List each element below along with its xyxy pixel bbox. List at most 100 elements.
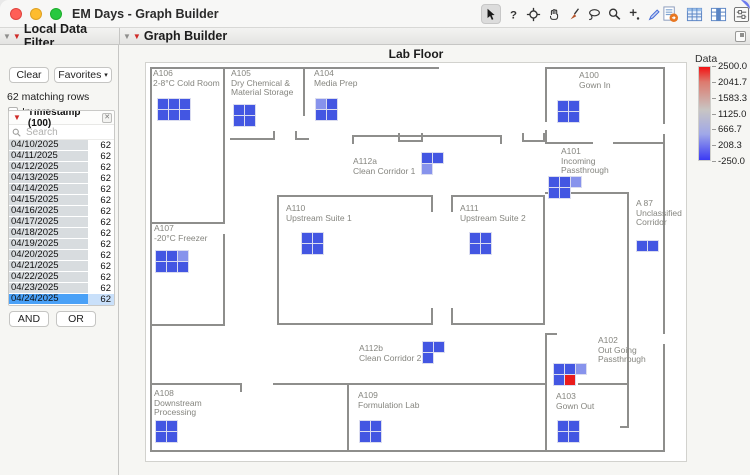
red-triangle-menu-icon[interactable]: ▼ — [12, 31, 21, 41]
preferences-icon[interactable] — [731, 4, 750, 24]
filter-row-count: 62 — [100, 183, 111, 195]
favorites-button[interactable]: Favorites ▾ — [54, 67, 112, 83]
search-input[interactable] — [24, 125, 104, 139]
heatmap-marker-a112a[interactable] — [421, 152, 444, 175]
legend-tick-label: 208.3 — [718, 140, 742, 152]
filter-row-count: 62 — [100, 161, 111, 173]
close-icon[interactable]: ✕ — [102, 112, 112, 123]
heatmap-marker-a104[interactable] — [315, 98, 338, 121]
heatmap-marker-a100[interactable] — [557, 100, 580, 123]
legend-tick-label: 1583.3 — [718, 92, 748, 104]
filter-row-count: 62 — [100, 249, 111, 261]
svg-text:?: ? — [509, 9, 516, 21]
graph-panel-header: ▼ ▼ Graph Builder — [119, 28, 750, 45]
filter-row-count: 62 — [100, 194, 111, 206]
brush-tool[interactable] — [564, 4, 584, 24]
disclosure-triangle-icon[interactable]: ▼ — [123, 31, 131, 41]
heatmap-marker-a111[interactable] — [469, 232, 492, 255]
filter-row[interactable]: 04/20/2025 62 — [9, 250, 114, 261]
heatmap-marker-a101[interactable] — [548, 176, 582, 199]
heatmap-marker-a105[interactable] — [233, 104, 256, 127]
heatmap-marker-a87[interactable] — [636, 240, 659, 252]
timestamp-column-title: Timestamp (100) — [27, 110, 81, 129]
red-triangle-menu-icon[interactable]: ▼ — [132, 31, 141, 41]
legend-tick-mark — [712, 113, 716, 115]
caret-down-icon: ▾ — [104, 72, 108, 79]
filter-row-date: 04/12/2025 — [9, 162, 88, 172]
heatmap-marker-a102[interactable] — [553, 363, 587, 386]
scroller-tool[interactable] — [624, 4, 644, 24]
filter-row-date: 04/19/2025 — [9, 239, 88, 249]
legend-tick-label: 2041.7 — [718, 76, 748, 88]
legend-tick-label: 2500.0 — [718, 61, 748, 72]
heatmap-marker-a112b[interactable] — [422, 341, 445, 364]
filter-row-date: 04/22/2025 — [9, 272, 88, 282]
clear-button[interactable]: Clear — [9, 67, 49, 83]
columns-icon[interactable] — [708, 4, 728, 24]
chart-title: Lab Floor — [388, 47, 444, 61]
heatmap-marker-a108[interactable] — [155, 420, 178, 443]
filter-row-count: 62 — [100, 260, 111, 272]
red-triangle-menu-icon[interactable]: ▼ — [13, 113, 21, 122]
open-in-window-icon[interactable] — [735, 31, 746, 42]
filter-row[interactable]: 04/11/2025 62 — [9, 151, 114, 162]
heatmap-marker-a106[interactable] — [157, 98, 191, 121]
hand-tool[interactable] — [544, 4, 564, 24]
heatmap-marker-a107[interactable] — [155, 250, 189, 273]
maximize-button[interactable] — [50, 8, 62, 20]
and-button[interactable]: AND — [9, 311, 49, 327]
filter-row-count: 62 — [100, 150, 111, 162]
filter-row-date: 04/17/2025 — [9, 217, 88, 227]
legend-title: Data — [695, 53, 718, 65]
data-table-icon[interactable] — [684, 4, 704, 24]
favorites-label: Favorites — [58, 69, 102, 81]
heatmap-marker-a109[interactable] — [359, 420, 382, 443]
minimize-button[interactable] — [30, 8, 42, 20]
close-button[interactable] — [10, 8, 22, 20]
help-tool[interactable]: ? — [503, 4, 523, 24]
pointer-tool[interactable] — [481, 4, 501, 24]
legend-tick-label: 1125.0 — [718, 108, 747, 120]
filter-row-date: 04/20/2025 — [9, 250, 88, 260]
legend-tick-mark — [712, 145, 716, 147]
heatmap-marker-a110[interactable] — [301, 232, 324, 255]
legend-tick-label: 666.7 — [718, 124, 742, 136]
local-data-filter-panel: Clear Favorites ▾ 62 matching rows Inver… — [0, 45, 119, 475]
lasso-tool[interactable] — [584, 4, 604, 24]
legend-tick-mark — [712, 97, 716, 99]
filter-row-count: 62 — [100, 227, 111, 239]
filter-row-date: 04/11/2025 — [9, 151, 88, 161]
crosshair-tool[interactable] — [523, 4, 543, 24]
disclosure-triangle-icon[interactable]: ▼ — [3, 31, 11, 41]
filter-row-count: 62 — [100, 139, 111, 151]
room-label-a107: A107-20°C Freezer — [154, 223, 208, 243]
heatmap-marker-a103[interactable] — [557, 420, 580, 443]
or-button[interactable]: OR — [56, 311, 96, 327]
magnifier-tool[interactable] — [604, 4, 624, 24]
filter-row-date: 04/13/2025 — [9, 173, 88, 183]
annotate-tool[interactable] — [644, 4, 664, 24]
report-icon[interactable] — [660, 4, 680, 24]
filter-row[interactable]: 04/12/2025 62 — [9, 162, 114, 173]
